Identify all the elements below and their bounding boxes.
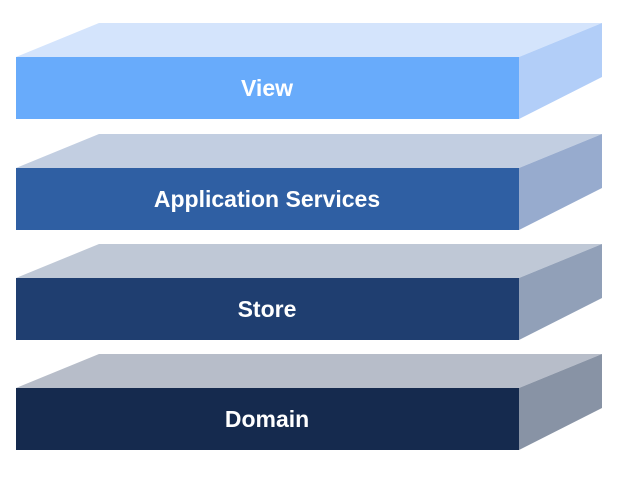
- layer-domain: Domain: [16, 354, 602, 450]
- domain-label: Domain: [225, 406, 309, 432]
- domain-top-face: [16, 354, 602, 388]
- layer-view: View: [16, 23, 602, 119]
- application-services-front-face: [16, 168, 519, 230]
- store-top-face: [16, 244, 602, 278]
- layer-store: Store: [16, 244, 602, 340]
- domain-side-face: [519, 354, 602, 450]
- application-services-label: Application Services: [154, 186, 380, 212]
- store-label: Store: [238, 296, 297, 322]
- application-services-side-face: [519, 134, 602, 230]
- application-services-top-face: [16, 134, 602, 168]
- view-label: View: [241, 75, 293, 101]
- store-side-face: [519, 244, 602, 340]
- domain-front-face: [16, 388, 519, 450]
- view-side-face: [519, 23, 602, 119]
- view-front-face: [16, 57, 519, 119]
- layer-application-services: Application Services: [16, 134, 602, 230]
- view-top-face: [16, 23, 602, 57]
- store-front-face: [16, 278, 519, 340]
